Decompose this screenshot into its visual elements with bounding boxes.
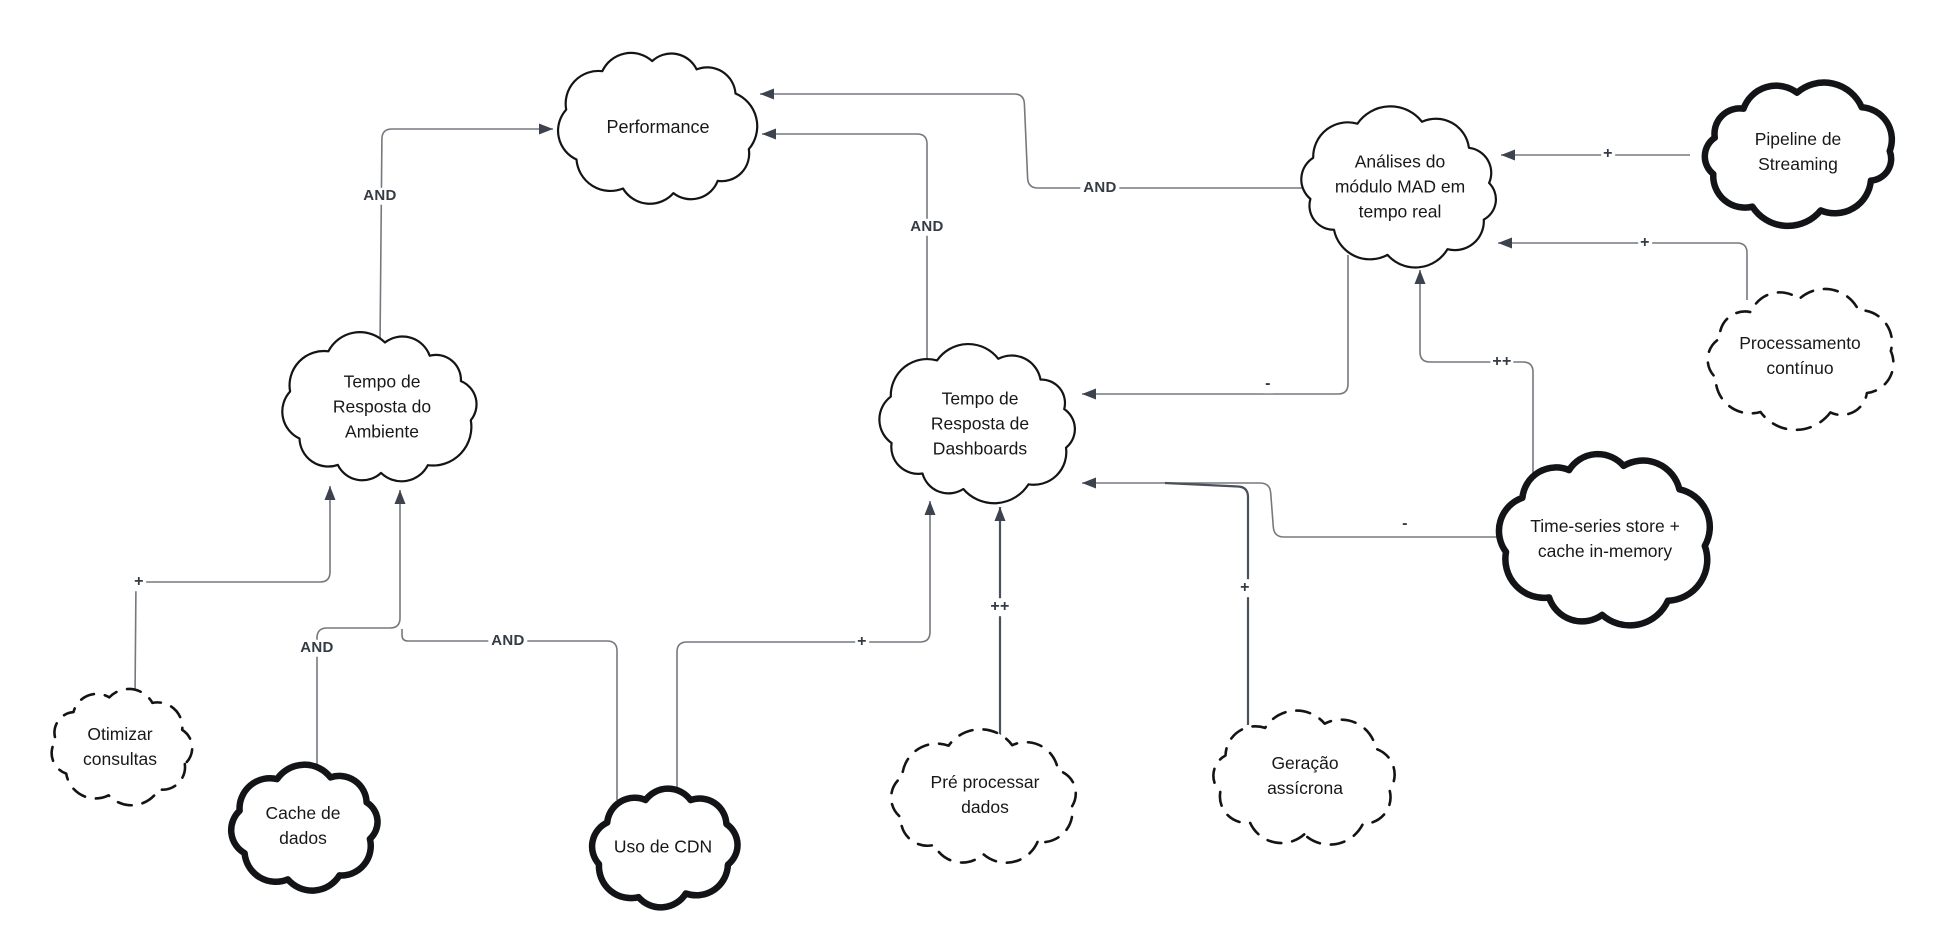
edge-e2[interactable] (762, 128, 928, 360)
cloud-node-cache[interactable] (227, 761, 381, 894)
cloud-node-analises[interactable] (1300, 105, 1497, 269)
edge-e13[interactable] (316, 490, 406, 780)
cloud-node-pipeline[interactable] (1701, 79, 1896, 230)
edge-e7[interactable] (1082, 255, 1349, 400)
cloud-node-dashboards[interactable] (878, 342, 1076, 505)
edge-e11[interactable] (676, 501, 936, 800)
edge-e12[interactable] (134, 486, 336, 701)
cloud-node-otimizar[interactable] (50, 687, 194, 807)
edge-e1[interactable] (379, 123, 553, 346)
edge-e14[interactable] (401, 629, 618, 800)
edge-e9[interactable] (1164, 481, 1250, 725)
edge-e3[interactable] (760, 88, 1310, 189)
edge-e6[interactable] (1414, 270, 1534, 480)
cloud-node-preprocessar[interactable] (889, 728, 1078, 864)
cloud-node-timeseries[interactable] (1495, 450, 1714, 629)
edge-e5[interactable] (1498, 237, 1748, 300)
edge-e8[interactable] (1082, 477, 1510, 538)
cloud-node-cdn[interactable] (588, 785, 741, 911)
cloud-node-performance[interactable] (556, 51, 759, 205)
cloud-node-geracao[interactable] (1212, 709, 1396, 846)
cloud-node-processamento[interactable] (1706, 287, 1895, 432)
cloud-node-ambiente[interactable] (281, 331, 478, 483)
